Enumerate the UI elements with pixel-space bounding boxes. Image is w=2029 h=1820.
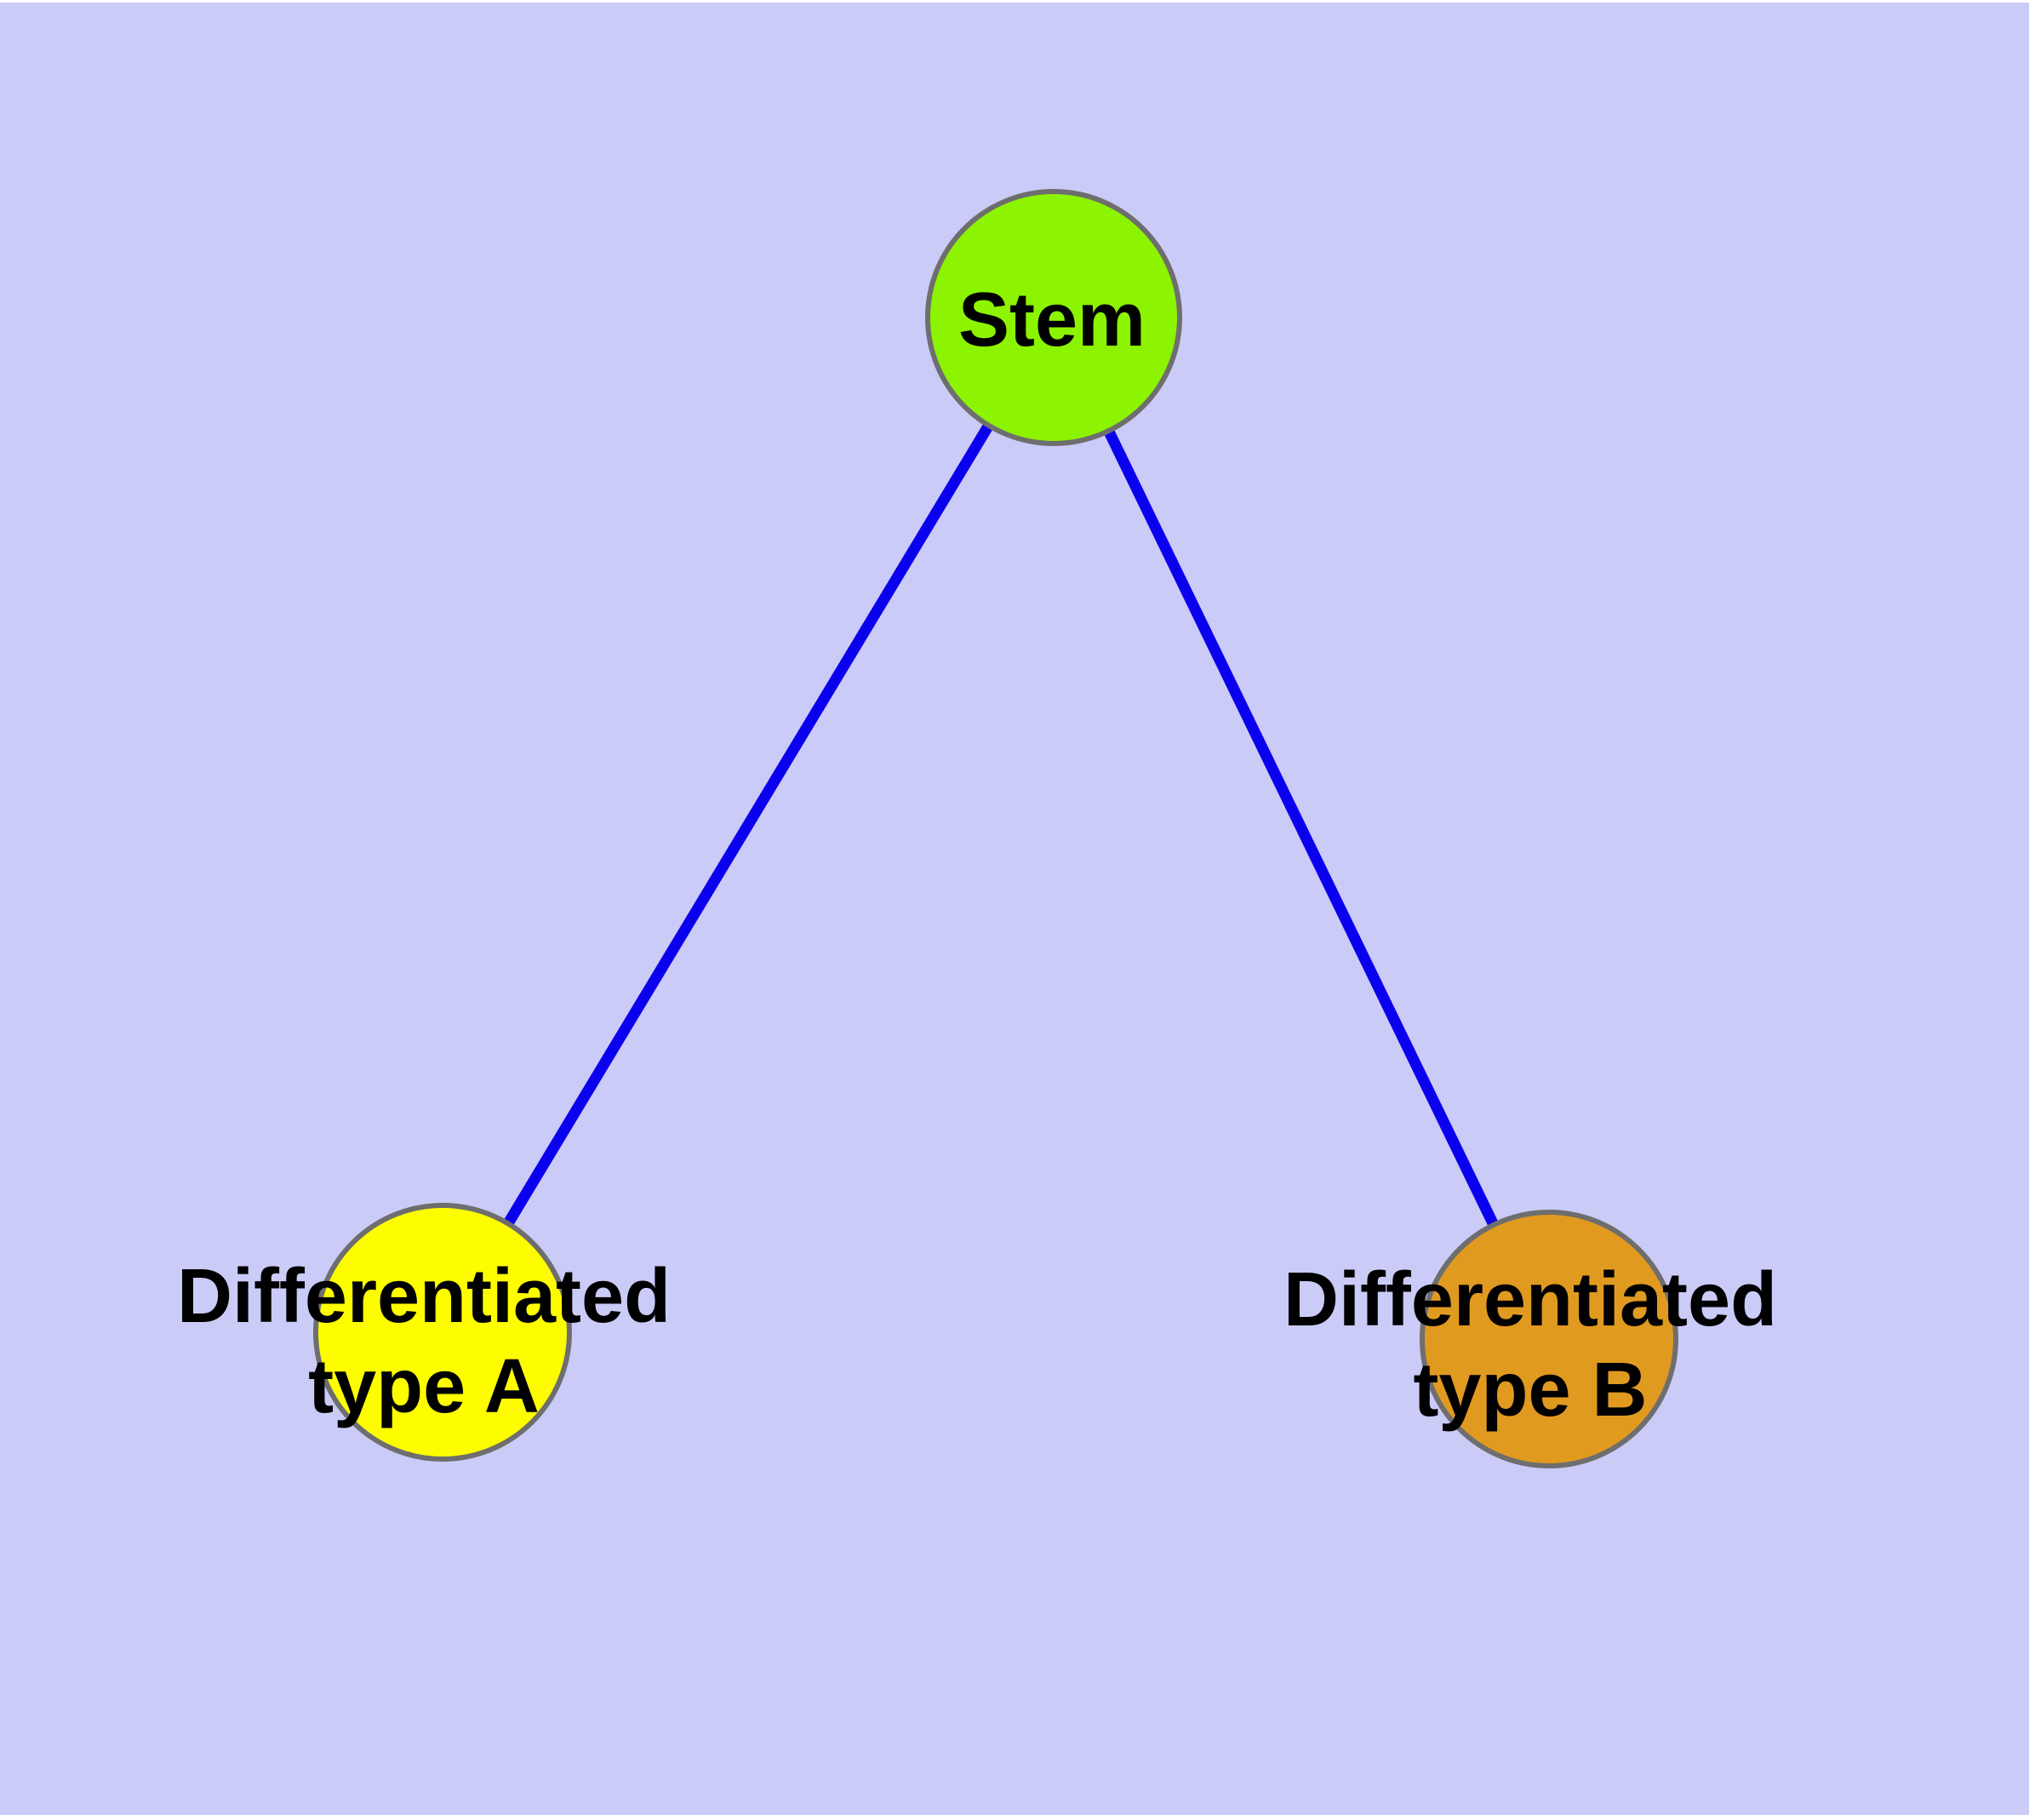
node-type-b-circle: [1420, 1210, 1678, 1468]
node-type-a-circle: [313, 1203, 572, 1462]
edge-stem-to-type-a: [437, 314, 1059, 1336]
node-stem-circle: [925, 189, 1182, 446]
edge-stem-to-type-b: [1049, 315, 1554, 1342]
